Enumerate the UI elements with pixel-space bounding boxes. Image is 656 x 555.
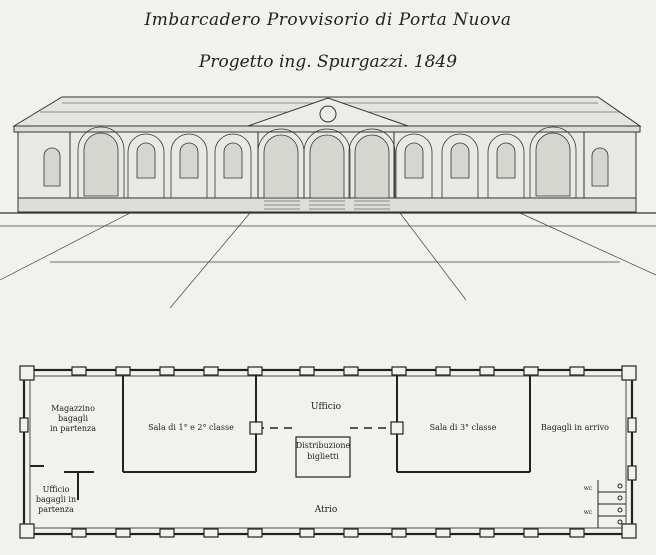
entrance-steps — [264, 200, 390, 210]
ticket-booth — [295, 436, 351, 478]
label-magazzino-bagagli: bagagli — [58, 414, 88, 423]
drawing-title: Imbarcadero Provvisorio di Porta Nuova — [144, 10, 512, 30]
label-ufficio-bagagli-in: bagagli in — [36, 495, 76, 504]
label-bagagli-arrivo: Bagagli in arrivo — [541, 423, 609, 432]
drawing-subtitle: Progetto ing. Spurgazzi. 1849 — [198, 52, 458, 72]
window-arch — [83, 132, 119, 197]
pediment-oculus — [319, 105, 337, 123]
facade-arches — [77, 126, 577, 198]
window-arch — [591, 147, 609, 187]
window-arch — [263, 134, 299, 199]
label-distribuzione: Distribuzione — [296, 441, 351, 450]
window-arch — [354, 134, 390, 199]
label-ufficio-bagagli: Ufficio — [43, 485, 70, 494]
label-biglietti: biglietti — [307, 452, 339, 461]
window-arch — [496, 142, 516, 179]
plan-labels: Magazzino bagagli in partenza Sala di 1°… — [36, 402, 609, 516]
window-arch — [136, 142, 156, 179]
label-magazzino-partenza: in partenza — [50, 424, 96, 433]
label-wc-1: wc — [584, 485, 593, 492]
label-ufficio: Ufficio — [311, 402, 341, 412]
window-arch — [450, 142, 470, 179]
label-atrio: Atrio — [314, 505, 338, 515]
window-arch — [309, 134, 345, 199]
window-arch — [43, 147, 61, 187]
label-ufficio-partenza: partenza — [38, 505, 74, 514]
label-magazzino: Magazzino — [51, 404, 95, 413]
floor-plan — [22, 368, 634, 536]
plan-piers — [19, 365, 637, 539]
label-wc-2: wc — [584, 509, 593, 516]
outer-wall — [22, 368, 634, 536]
elevation-windows — [43, 132, 609, 199]
wc-stalls — [597, 480, 626, 528]
label-sala-terza: Sala di 3° classe — [430, 423, 497, 432]
label-sala-prima: Sala di 1° e 2° classe — [148, 423, 234, 432]
window-arch — [179, 142, 199, 179]
window-arch — [223, 142, 243, 179]
building-elevation — [0, 96, 656, 214]
window-arch — [404, 142, 424, 179]
window-arch — [535, 132, 571, 197]
perspective-lines — [0, 212, 656, 309]
